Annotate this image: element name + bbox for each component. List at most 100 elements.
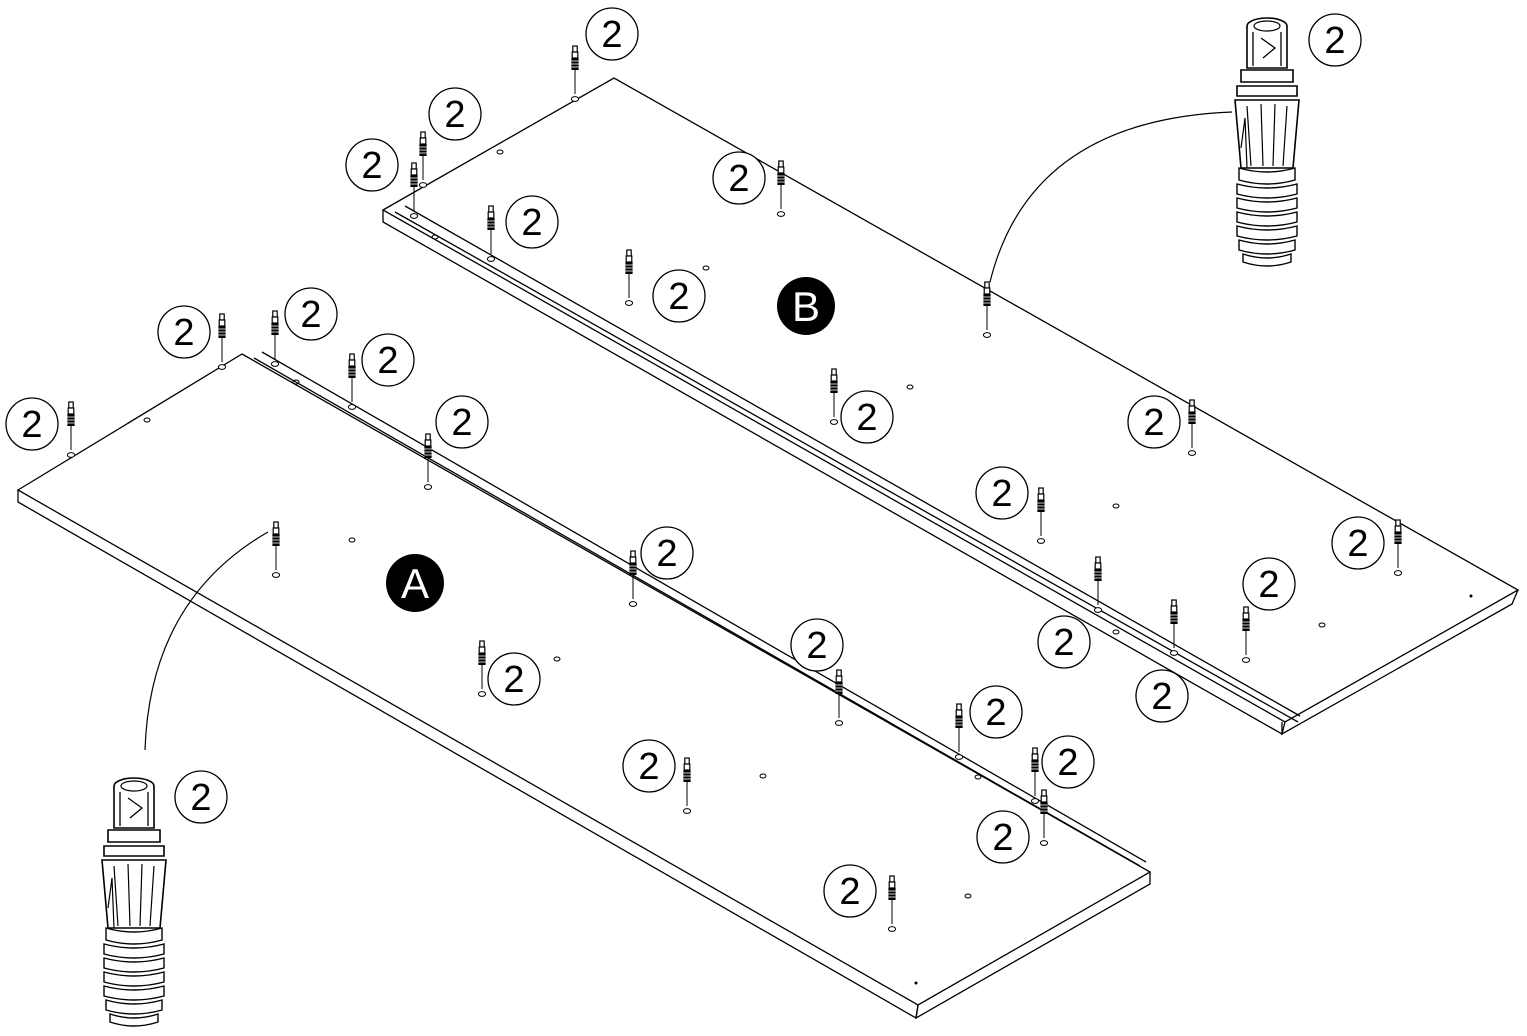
svg-text:A: A [401,560,429,607]
quantity-callout: 2 [622,739,676,793]
panel-b [381,77,1520,736]
cam-dowel-icon [217,313,227,370]
quantity-text: 2 [668,276,689,318]
quantity-circle [428,87,482,141]
quantity-callout: 2 [975,466,1029,520]
quantity-circle [975,466,1029,520]
cam-dowel-icon [271,521,281,579]
quantity-circle [284,287,338,341]
quantity-circle [1135,669,1189,723]
quantity-circle [976,810,1030,864]
quantity-callout: 2 [585,7,639,61]
cam-dowel-icon [1036,487,1046,545]
quantity-callout: 2 [712,151,766,205]
quantity-callout: 2 [1037,615,1091,669]
quantity-text: 2 [451,402,472,444]
quantity-circle [1242,557,1296,611]
cam-dowel-icon [1169,599,1179,657]
quantity-text: 2 [444,94,465,136]
quantity-text: 2 [173,312,194,354]
quantity-text: 2 [806,625,827,667]
quantity-text: 2 [503,659,524,701]
cam-dowel-icon [1030,747,1040,805]
cam-dowel-icon [834,669,844,727]
quantity-text: 2 [839,871,860,913]
quantity-callout: 2 [487,652,541,706]
quantity-callout: 2 [1242,557,1296,611]
cam-dowel-icon [1093,556,1103,614]
quantity-text: 2 [1057,742,1078,784]
quantity-circle [1308,13,1362,67]
quantity-text: 2 [521,202,542,244]
quantity-callout: 2 [976,810,1030,864]
cam-dowel-icon [982,281,992,338]
quantity-text: 2 [21,404,42,446]
quantity-callout: 2 [157,305,211,359]
quantity-callout: 2 [284,287,338,341]
quantity-circle [361,333,415,387]
quantity-callout: 2 [840,390,894,444]
quantity-callout: 2 [969,685,1023,739]
detail-callouts [101,17,1300,1027]
quantity-text: 2 [992,817,1013,859]
cam-dowel-icon [1241,606,1251,664]
quantity-callout: 2 [1308,13,1362,67]
cam-dowel-icon [1393,519,1403,577]
quantity-callout: 2 [823,864,877,918]
quantity-circle [790,618,844,672]
quantity-circle [435,395,489,449]
cam-dowel-icon [477,640,487,698]
quantity-text: 2 [601,14,622,56]
quantity-callout: 2 [1331,516,1385,570]
quantity-circle [823,864,877,918]
quantity-circle [487,652,541,706]
cam-dowel-detail-icon [101,777,167,1027]
quantity-callout: 2 [5,397,59,451]
cam-dowel-icon [887,875,897,933]
cam-dowel-icon [418,131,428,188]
cam-dowel-icon [624,249,634,306]
quantity-circle [157,305,211,359]
cam-dowel-icon [1187,399,1197,456]
quantity-callout: 2 [361,333,415,387]
quantity-circle [585,7,639,61]
panel-label-b: B [777,277,835,335]
quantity-text: 2 [856,397,877,439]
quantity-text: 2 [1347,523,1368,565]
quantity-circle [969,685,1023,739]
cam-dowel-icon [954,703,964,761]
quantity-circle [1041,735,1095,789]
quantity-circle [1037,615,1091,669]
svg-text:B: B [792,283,820,330]
quantity-text: 2 [300,294,321,336]
quantity-callout: 2 [428,87,482,141]
quantity-callout: 2 [1041,735,1095,789]
quantity-text: 2 [361,145,382,187]
quantity-callout: 2 [174,770,228,824]
quantity-callout: 2 [345,138,399,192]
panel-label-a: A [386,554,444,612]
quantity-callout: 2 [505,195,559,249]
quantity-circle [5,397,59,451]
quantity-text: 2 [656,533,677,575]
cam-dowel-icon [570,45,580,102]
quantity-circle [712,151,766,205]
quantity-text: 2 [1258,564,1279,606]
quantity-text: 2 [1151,676,1172,718]
cam-dowel-icon [1039,789,1049,847]
cam-dowel-icon [347,353,357,410]
panel-a [16,351,1152,1020]
quantity-text: 2 [985,692,1006,734]
quantity-text: 2 [1053,622,1074,664]
quantity-text: 2 [991,473,1012,515]
quantity-circle [345,138,399,192]
quantity-circle [622,739,676,793]
quantity-text: 2 [1324,20,1345,62]
cam-dowel-icon [682,757,692,815]
quantity-text: 2 [190,777,211,819]
quantity-circle [640,526,694,580]
quantity-callout: 2 [790,618,844,672]
quantity-text: 2 [1143,402,1164,444]
